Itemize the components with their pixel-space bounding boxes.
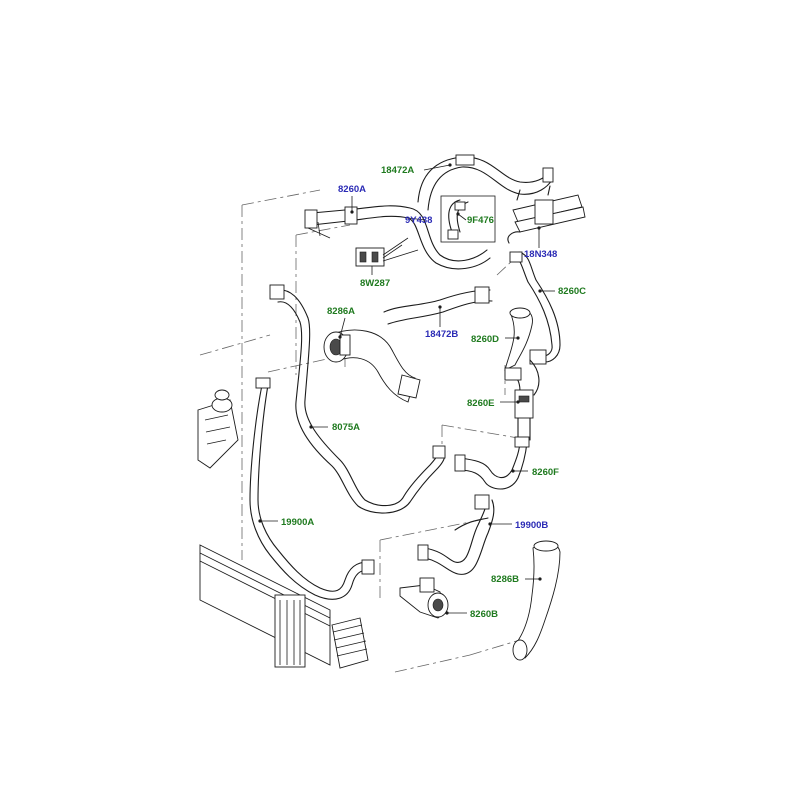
callout-8w287: 8W287 — [360, 278, 390, 289]
hose-connector — [304, 209, 318, 229]
callout-9y438: 9Y438 — [405, 215, 432, 226]
callout-18472a: 18472A — [381, 165, 414, 176]
callout-8286a: 8286A — [327, 306, 355, 317]
housing-8260b — [399, 577, 449, 619]
oil-cooler — [331, 617, 369, 669]
leader-lines — [258, 163, 555, 615]
hose-8286b — [512, 540, 561, 661]
inset-9f476 — [440, 195, 496, 243]
expansion-tank — [197, 389, 239, 469]
hose-8075a — [269, 284, 446, 514]
callout-8260c: 8260C — [558, 286, 586, 297]
callout-8260b: 8260B — [470, 609, 498, 620]
hose-8260f — [454, 436, 530, 490]
callout-18472b: 18472B — [425, 329, 458, 340]
hose-18472b — [383, 286, 493, 325]
callout-9f476: 9F476 — [467, 215, 494, 226]
callout-19900a: 19900A — [281, 517, 314, 528]
hose-8260c — [509, 251, 561, 363]
callout-18n348: 18N348 — [524, 249, 557, 260]
callout-8075a: 8075A — [332, 422, 360, 433]
callout-8260d: 8260D — [471, 334, 499, 345]
hose-18472a — [417, 154, 554, 211]
hose-8286a — [323, 329, 421, 403]
callout-8286b: 8286B — [491, 574, 519, 585]
radiator — [199, 544, 331, 668]
hose-19900a — [249, 377, 375, 600]
valve-18n348 — [507, 185, 586, 244]
hose-8260a — [304, 205, 491, 270]
callout-labels: 18472A 8260A 9Y438 9F476 18N348 8W287 82… — [281, 165, 586, 620]
hose-8260d — [504, 307, 547, 401]
hose-clamp — [344, 206, 358, 225]
callout-19900b: 19900B — [515, 520, 548, 531]
hose-8260e — [514, 389, 534, 441]
hose-19900b — [417, 494, 495, 575]
callout-8260f: 8260F — [532, 467, 559, 478]
callout-8260e: 8260E — [467, 398, 494, 409]
bracket-8w287 — [355, 237, 419, 267]
hose-clamp — [455, 154, 475, 166]
callout-8260a: 8260A — [338, 184, 366, 195]
hose-end-fitting — [542, 167, 554, 183]
